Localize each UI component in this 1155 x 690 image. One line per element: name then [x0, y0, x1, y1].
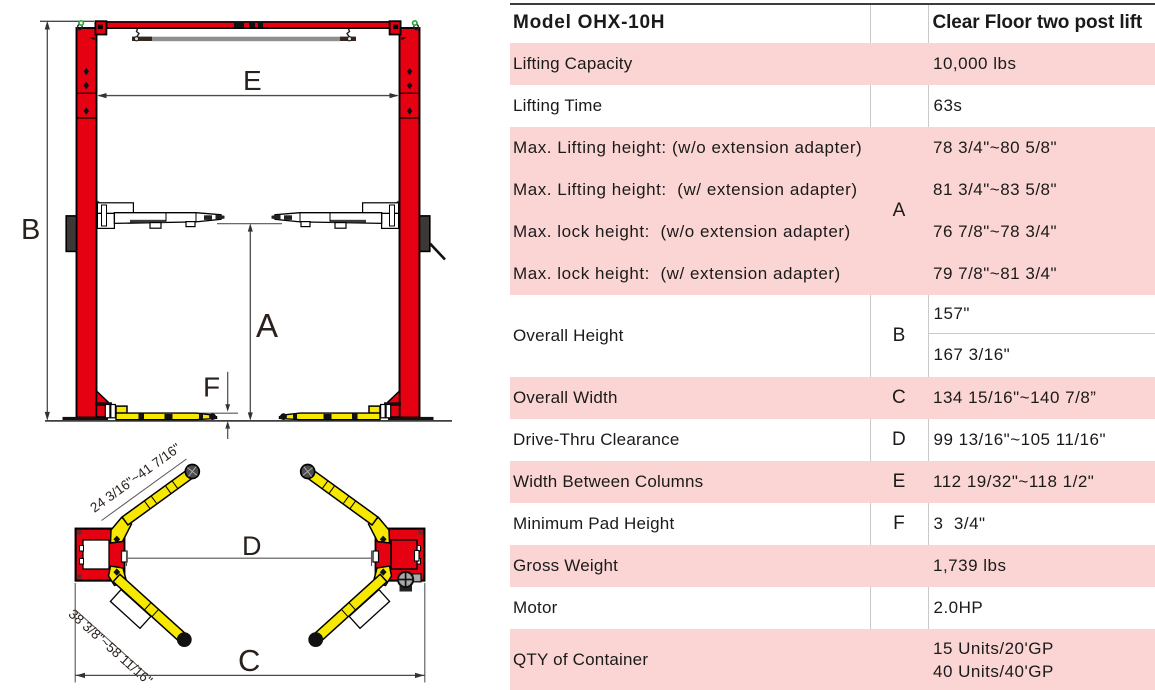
- svg-text:A: A: [256, 307, 278, 344]
- svg-text:24 3/16"~41 7/16": 24 3/16"~41 7/16": [87, 440, 183, 515]
- svg-text:E: E: [243, 65, 262, 96]
- svg-text:F: F: [203, 372, 220, 403]
- svg-text:B: B: [21, 214, 40, 246]
- svg-text:D: D: [242, 531, 262, 561]
- svg-text:C: C: [238, 643, 260, 678]
